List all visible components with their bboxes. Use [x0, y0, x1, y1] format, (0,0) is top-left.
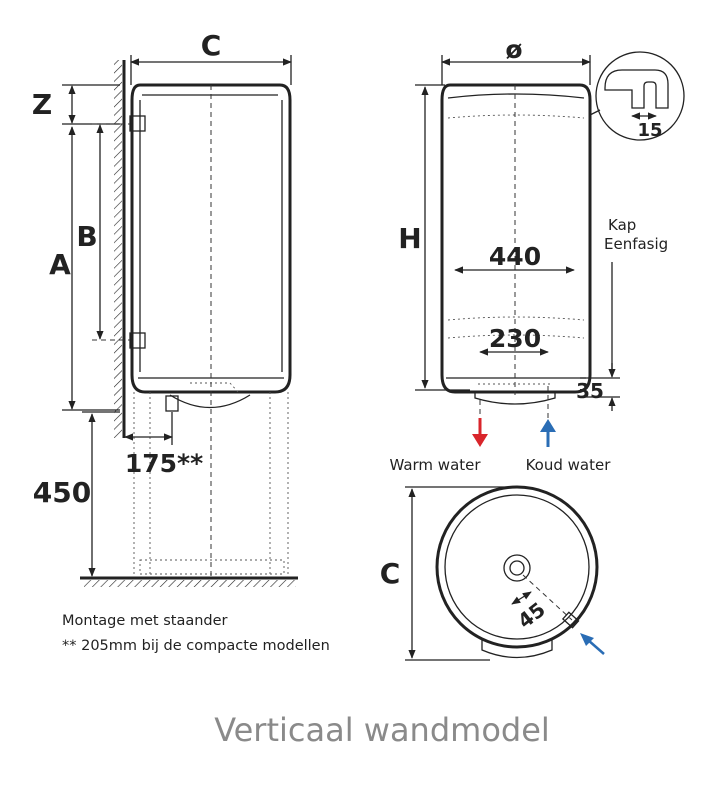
- stand-legs: [133, 392, 289, 574]
- cold-inlet-arrow: [580, 633, 605, 655]
- label-440: 440: [489, 242, 541, 271]
- label-eenfasig: Eenfasig: [604, 235, 668, 253]
- label-c-top: C: [201, 29, 222, 62]
- wall-hatch: [114, 60, 122, 438]
- bottom-inner-circle: [444, 494, 590, 640]
- dim-45-line: [511, 591, 532, 605]
- label-35: 35: [576, 379, 604, 403]
- label-z: Z: [32, 88, 52, 121]
- label-koud-water: Koud water: [526, 456, 612, 474]
- bottom-outer-circle: [435, 485, 599, 649]
- front-boiler-body: [440, 83, 592, 394]
- note-mounting: Montage met staander: [62, 613, 228, 629]
- side-pipe: [165, 395, 179, 412]
- label-b: B: [76, 220, 97, 253]
- note-compact: ** 205mm bij de compacte modellen: [62, 638, 330, 654]
- bottom-cap: [481, 640, 553, 659]
- detail-profile: [604, 69, 669, 109]
- detail-circle: [595, 51, 685, 141]
- side-view: C Z A B 175** 450 Montage met staander *…: [32, 29, 330, 654]
- label-kap: Kap: [608, 216, 636, 234]
- stand-base: [139, 559, 285, 575]
- label-45: 45: [513, 597, 550, 633]
- side-boiler-body: [130, 83, 292, 394]
- bottom-view: 45 C: [380, 485, 605, 661]
- label-c-bottom: C: [380, 557, 401, 590]
- label-a: A: [49, 248, 71, 281]
- label-h: H: [398, 222, 421, 255]
- front-view: ø H 440 230 15 Kap Eenfasig 35: [389, 35, 685, 474]
- cold-water-arrow: [540, 419, 556, 447]
- label-175: 175**: [125, 449, 203, 478]
- label-450: 450: [33, 476, 91, 509]
- label-230: 230: [489, 324, 541, 353]
- center-pipe-inner: [509, 560, 525, 576]
- floor-hatch: [84, 580, 296, 587]
- page-title: Verticaal wandmodel: [214, 711, 550, 749]
- label-warm-water: Warm water: [389, 456, 481, 474]
- warm-water-arrow: [472, 418, 488, 447]
- label-15: 15: [637, 120, 662, 141]
- label-diameter: ø: [505, 35, 522, 64]
- center-pipe-outer: [503, 554, 531, 582]
- side-inlet: [561, 611, 580, 629]
